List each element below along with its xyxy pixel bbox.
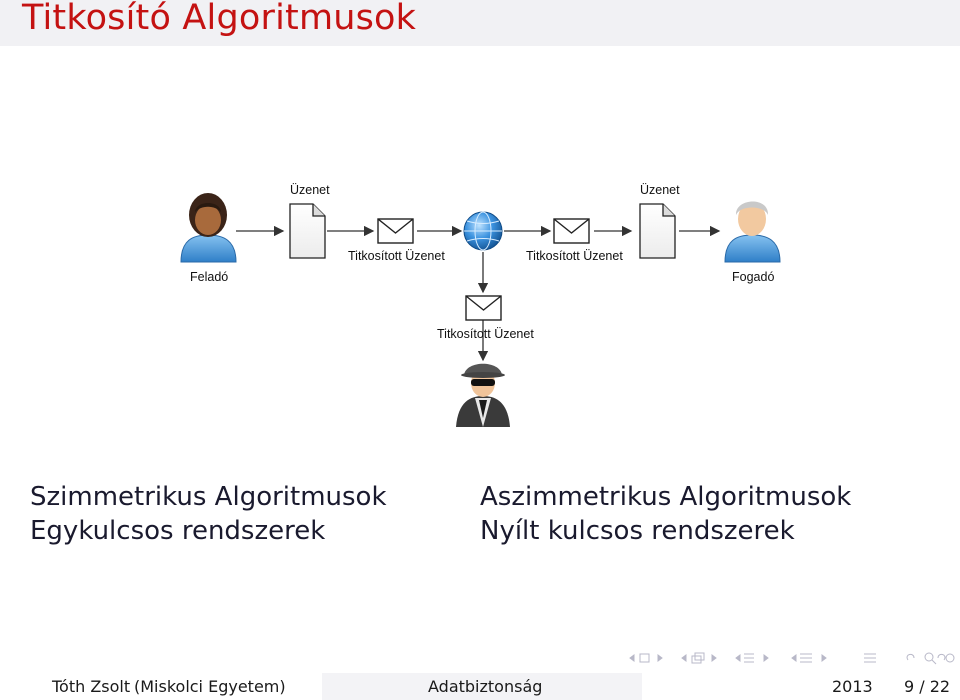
footer-meta-box: 2013 9 / 22 (642, 673, 960, 700)
encrypted-right-label: Titkosított Üzenet (526, 249, 623, 263)
sender-label: Feladó (190, 270, 229, 284)
message-right-label: Üzenet (640, 183, 680, 197)
nav-next-section-icon[interactable] (763, 654, 769, 662)
encrypted-intercepted-label: Titkosított Üzenet (437, 327, 534, 341)
footer-page-number: 9 / 22 (904, 677, 951, 696)
footer-course-box: Adatbiztonság (322, 673, 642, 700)
slide-footer: Tóth Zsolt (Miskolci Egyetem) Adatbizton… (0, 673, 960, 700)
footer-course: Adatbiztonság (428, 677, 543, 696)
nav-next-document-icon[interactable] (821, 654, 827, 662)
envelope-left-icon (377, 218, 414, 244)
nav-next-frame-icon[interactable] (657, 654, 663, 662)
footer-year: 2013 (832, 677, 873, 696)
symmetric-column: Szimmetrikus Algoritmusok Egykulcsos ren… (30, 480, 387, 548)
flow-arrows (236, 225, 721, 362)
envelope-intercepted-icon (465, 295, 502, 321)
asymmetric-column: Aszimmetrikus Algoritmusok Nyílt kulcsos… (480, 480, 851, 548)
slide-header: Titkosító Algoritmusok (0, 0, 960, 46)
symmetric-title: Szimmetrikus Algoritmusok (30, 482, 387, 512)
nav-search-icon[interactable] (924, 652, 937, 665)
encrypted-left-label: Titkosított Üzenet (348, 249, 445, 263)
footer-author: Tóth Zsolt (52, 677, 131, 696)
navigation-bar (624, 650, 960, 666)
message-left-label: Üzenet (290, 183, 330, 197)
document-left-icon (289, 203, 326, 259)
nav-prev-subsection-icon[interactable] (681, 654, 687, 662)
nav-back-icon[interactable] (906, 653, 915, 661)
nav-frame-icon[interactable] (639, 653, 650, 663)
asymmetric-subtitle: Nyílt kulcsos rendszerek (480, 516, 795, 546)
nav-prev-frame-icon[interactable] (629, 654, 635, 662)
eavesdropper-spy-icon (456, 363, 510, 427)
nav-prev-document-icon[interactable] (791, 654, 797, 662)
nav-prev-section-icon[interactable] (735, 654, 741, 662)
internet-globe-icon (463, 211, 503, 251)
nav-document-icon[interactable] (800, 653, 812, 663)
nav-forward-icon[interactable] (937, 653, 955, 663)
sender-person-icon (180, 193, 237, 263)
nav-subsection-icon[interactable] (691, 652, 705, 664)
nav-appendix-icon[interactable] (864, 653, 876, 663)
nav-next-subsection-icon[interactable] (711, 654, 717, 662)
document-right-icon (639, 203, 676, 259)
symmetric-subtitle: Egykulcsos rendszerek (30, 516, 326, 546)
receiver-person-icon (724, 201, 781, 263)
footer-author-box: Tóth Zsolt (Miskolci Egyetem) (0, 673, 322, 700)
nav-section-icon[interactable] (744, 653, 754, 663)
asymmetric-title: Aszimmetrikus Algoritmusok (480, 482, 852, 512)
envelope-right-icon (553, 218, 590, 244)
footer-institution: (Miskolci Egyetem) (134, 677, 286, 696)
slide-title: Titkosító Algoritmusok (22, 0, 417, 38)
receiver-label: Fogadó (732, 270, 775, 284)
